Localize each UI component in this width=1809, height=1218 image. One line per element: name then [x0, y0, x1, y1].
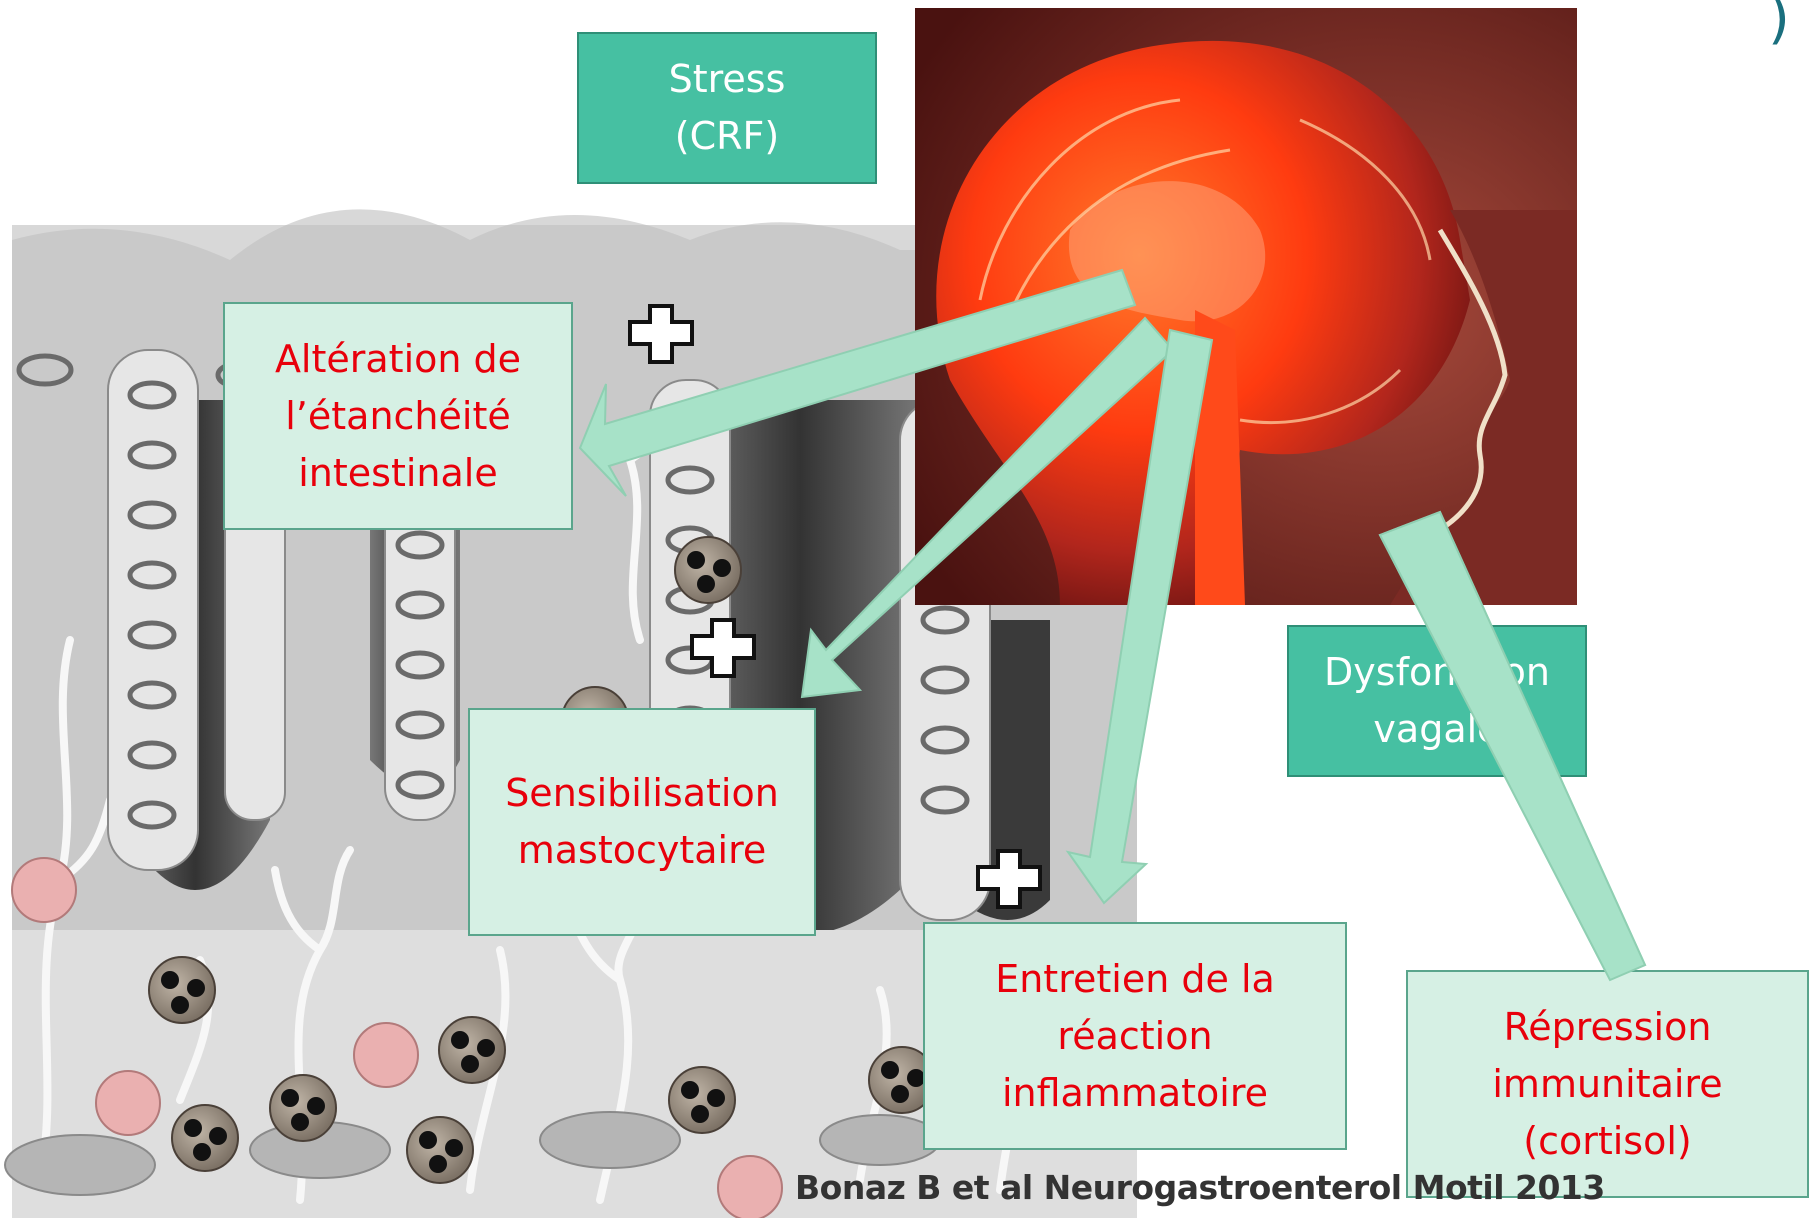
arrow-overlay-segment	[1380, 512, 1645, 980]
citation: Bonaz B et al Neurogastroenterol Motil 2…	[795, 1168, 1605, 1207]
corner-glyph: )	[1768, 0, 1790, 51]
